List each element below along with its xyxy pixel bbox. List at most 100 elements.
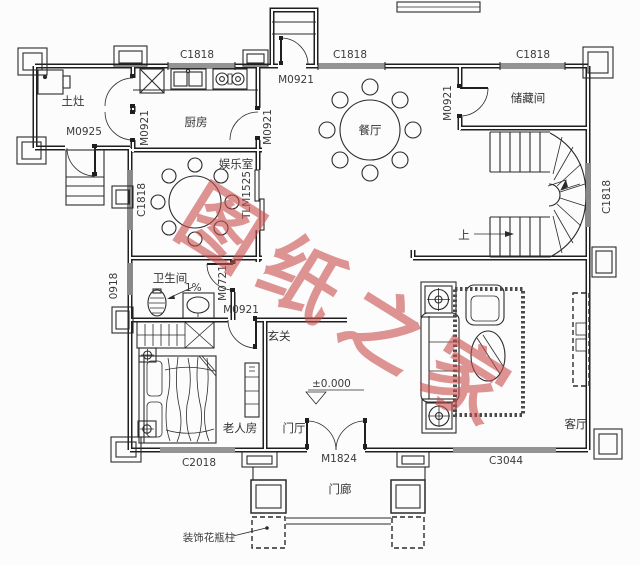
label-level: ±0.000 xyxy=(312,378,351,390)
tv-cabinet xyxy=(572,292,590,387)
label-decor-column: 装饰花瓶柱 xyxy=(183,531,236,544)
bedroom-cabinet xyxy=(244,362,260,418)
door-bathroom-m0721 xyxy=(206,263,234,291)
label-room-living: 客厅 xyxy=(565,417,588,431)
entertainment-table xyxy=(150,157,240,247)
pillar xyxy=(111,185,134,209)
window-c1818-kitchen xyxy=(167,62,236,70)
pillar xyxy=(591,246,617,278)
kitchen-fixtures xyxy=(37,68,258,95)
door-kitchen-east xyxy=(229,111,259,141)
label-room-elder: 老人房 xyxy=(223,421,258,435)
label-window-c1818-1: C1818 xyxy=(180,49,214,61)
porch-column xyxy=(390,479,426,514)
label-room-entertainment: 娱乐室 xyxy=(219,157,254,171)
label-room-menting: 门厅 xyxy=(283,421,306,435)
toilet xyxy=(147,288,167,317)
decor-column-base xyxy=(251,516,286,549)
label-door-m0921-bedroom: M0921 xyxy=(223,304,259,316)
window-c1818-dining xyxy=(317,62,386,70)
bedroom-furniture xyxy=(136,321,260,444)
door-annex-arc-1 xyxy=(104,77,134,107)
earthen-stove xyxy=(37,69,71,95)
label-room-bathroom: 卫生间 xyxy=(153,271,188,285)
label-door-m0921-storage: M0921 xyxy=(442,85,454,121)
door-main-m1824 xyxy=(306,420,366,451)
porch-column xyxy=(250,479,287,514)
porch xyxy=(232,451,430,549)
nightstand xyxy=(137,420,157,438)
label-slope: 1% xyxy=(185,282,202,294)
pillar xyxy=(593,428,623,460)
wardrobe xyxy=(136,321,215,349)
pillar xyxy=(111,306,134,334)
door-bedroom-m0921 xyxy=(227,319,257,349)
staircase xyxy=(474,131,587,258)
label-window-0918: 0918 xyxy=(108,273,120,300)
label-window-c2018: C2018 xyxy=(182,457,216,469)
window-c2018-bedroom xyxy=(160,447,235,453)
pillar xyxy=(16,136,47,165)
wash-basin xyxy=(182,292,215,319)
window-c1818-entertainment xyxy=(127,170,133,230)
gas-stove xyxy=(212,68,248,90)
exterior-pillars xyxy=(16,45,623,463)
kitchen-sink xyxy=(170,68,207,90)
up-arrow xyxy=(474,231,514,237)
label-window-c1818-3: C1818 xyxy=(516,49,550,61)
label-window-c1818-2: C1818 xyxy=(333,49,367,61)
label-door-m0921-back: M0921 xyxy=(278,74,314,86)
level-mark xyxy=(305,389,364,405)
window-0918-bathroom xyxy=(127,263,133,295)
coffee-table xyxy=(470,330,506,382)
door-storage xyxy=(459,87,489,117)
slope-leader xyxy=(167,286,194,299)
label-room-kitchen: 厨房 xyxy=(185,115,208,129)
label-up: 上 xyxy=(458,228,470,242)
side-table xyxy=(421,398,457,434)
window-c3044-living xyxy=(453,447,556,453)
door-annex-arc-2 xyxy=(104,111,134,141)
label-room-storage: 储藏间 xyxy=(511,91,546,105)
dining-table xyxy=(318,78,422,182)
walls xyxy=(35,1,588,450)
window-c1818-stairs xyxy=(585,163,591,227)
label-door-m0921-annex: M0921 xyxy=(139,110,151,146)
door-m0925-exterior xyxy=(66,147,96,177)
label-room-porch: 门廊 xyxy=(329,482,352,496)
window-c1818-storage xyxy=(499,62,566,70)
label-room-tuzao: 土灶 xyxy=(62,94,85,108)
pillar xyxy=(242,49,269,67)
label-door-tlm1525: TLM1525 xyxy=(241,171,253,220)
pillar xyxy=(110,436,142,463)
label-door-m0721: M0721 xyxy=(217,265,229,301)
pillar xyxy=(582,46,614,79)
label-window-c3044: C3044 xyxy=(489,455,523,467)
sofa-three-seat xyxy=(420,312,460,403)
label-window-c1818-stairs: C1818 xyxy=(601,180,613,214)
armchair xyxy=(465,284,505,326)
sliding-door-tlm1525 xyxy=(254,169,265,231)
side-table xyxy=(420,281,457,318)
label-door-m1824: M1824 xyxy=(321,453,357,465)
rug xyxy=(453,287,525,417)
label-room-xuanguan: 玄关 xyxy=(268,329,291,343)
flue-box xyxy=(139,68,165,94)
decor-column-base xyxy=(391,516,425,549)
bathroom-fixtures xyxy=(147,286,215,319)
nightstand xyxy=(138,347,157,363)
label-door-m0925: M0925 xyxy=(66,126,102,138)
label-room-dining: 餐厅 xyxy=(359,123,382,137)
label-door-m0921-kitchen: M0921 xyxy=(262,109,274,145)
labels: 土灶 厨房 娱乐室 餐厅 储藏间 卫生间 玄关 老人房 门厅 客厅 门廊 C18… xyxy=(62,49,614,544)
exterior-steps-west xyxy=(65,149,105,206)
decor-column-leader xyxy=(232,526,269,537)
windows xyxy=(127,62,591,453)
pillar xyxy=(113,45,148,67)
door-back-entry xyxy=(280,37,309,66)
living-furniture xyxy=(420,281,590,434)
pillar xyxy=(17,47,48,76)
label-window-c1818-ent: C1818 xyxy=(136,183,148,217)
